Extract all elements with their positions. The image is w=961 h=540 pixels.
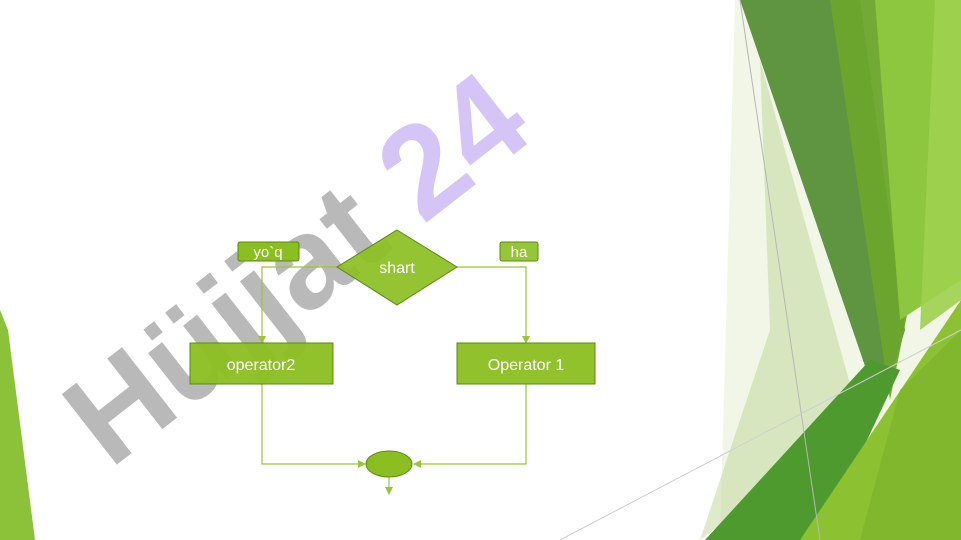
- connector-decision-to-operator2: [258, 266, 337, 344]
- connector-decision-to-operator1: [457, 266, 530, 344]
- facet-left-strip: [0, 310, 35, 540]
- watermark-part-1: Hüjjat: [37, 155, 411, 492]
- operator-right-node: Operator 1: [456, 342, 596, 385]
- operator-left-box: [189, 342, 334, 385]
- decision-label: shart: [379, 260, 415, 277]
- connectors: [258, 266, 530, 495]
- facet-dark-2: [705, 360, 900, 540]
- facet-bright-2: [920, 0, 961, 330]
- deco-line-1: [739, 0, 821, 540]
- branch-no-box: [237, 241, 300, 262]
- deco-line-2: [559, 329, 961, 540]
- operator-left-label: operator2: [227, 357, 296, 374]
- end-node: [365, 450, 413, 478]
- branch-yes-box: [499, 241, 539, 262]
- facet-mid-2: [860, 330, 961, 540]
- branch-no-label: yo`q: [237, 241, 300, 262]
- connector-operator2-to-end: [261, 384, 366, 468]
- decision-node: shart: [336, 229, 458, 306]
- operator-right-box: [456, 342, 596, 385]
- branch-no-text: yo`q: [253, 244, 282, 261]
- operator-left-node: operator2: [189, 342, 334, 385]
- end-ellipse: [365, 450, 413, 478]
- connector-operator1-to-end: [413, 384, 527, 468]
- branch-yes-text: ha: [511, 244, 528, 261]
- branch-yes-label: ha: [499, 241, 539, 262]
- watermark: Hüjjat 24: [35, 41, 556, 494]
- watermark-text: Hüjjat 24: [37, 43, 554, 492]
- operator-right-label: Operator 1: [488, 357, 565, 374]
- decision-diamond: [336, 229, 458, 306]
